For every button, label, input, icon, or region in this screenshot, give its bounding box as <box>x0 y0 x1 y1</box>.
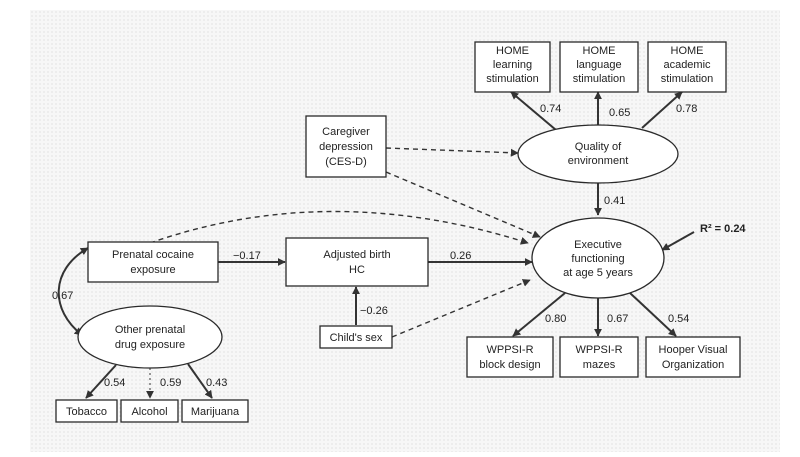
coef-wppsi-mazes: 0.67 <box>607 313 628 325</box>
node-caregiver-depression-line3: (CES-D) <box>325 156 367 168</box>
node-alcohol: Alcohol <box>120 399 179 423</box>
coef-cocaine-other-cov: 0.67 <box>52 290 73 302</box>
edge-ef-to-hooper <box>629 292 677 337</box>
node-alcohol-label: Alcohol <box>131 406 167 418</box>
edge-depression-to-quality <box>385 147 519 157</box>
node-adjusted-birth-hc: Adjusted birth HC <box>285 237 429 287</box>
node-other-prenatal-line1: Other prenatal <box>115 324 185 336</box>
node-caregiver-depression-line1: Caregiver <box>322 126 370 138</box>
node-other-prenatal-line2: drug exposure <box>115 339 185 351</box>
node-prenatal-cocaine: Prenatal cocaine exposure <box>87 241 219 283</box>
edge-other-to-tobacco <box>85 364 117 399</box>
node-wppsi-block: WPPSI-R block design <box>466 336 554 378</box>
node-childs-sex-label: Child's sex <box>330 332 383 344</box>
node-home-academic: HOME academic stimulation <box>647 41 727 93</box>
coef-tobacco: 0.54 <box>104 377 125 389</box>
coef-hooper: 0.54 <box>668 313 689 325</box>
node-quality-environment: Quality of environment <box>517 124 679 184</box>
coef-home-academic: 0.78 <box>676 103 697 115</box>
node-prenatal-cocaine-line2: exposure <box>130 264 175 276</box>
node-quality-environment-line1: Quality of <box>575 141 622 153</box>
coef-home-learning: 0.74 <box>540 103 561 115</box>
node-home-language-line2: language <box>576 59 621 71</box>
node-wppsi-mazes-line2: mazes <box>583 359 616 371</box>
coef-alcohol: 0.59 <box>160 377 181 389</box>
node-home-language-line3: stimulation <box>573 73 626 85</box>
node-adjusted-birth-hc-line1: Adjusted birth <box>323 249 390 261</box>
node-home-learning-line3: stimulation <box>486 73 539 85</box>
coef-wppsi-block: 0.80 <box>545 313 566 325</box>
node-home-language-line1: HOME <box>583 45 616 57</box>
covariance-cocaine-other <box>57 247 89 336</box>
node-hooper-line1: Hooper Visual <box>659 344 728 356</box>
node-caregiver-depression: Caregiver depression (CES-D) <box>305 115 387 178</box>
node-home-learning-line2: learning <box>493 59 532 71</box>
node-tobacco-label: Tobacco <box>66 406 107 418</box>
node-executive-functioning-line2: functioning <box>571 253 624 265</box>
node-quality-environment-line2: environment <box>568 155 629 167</box>
r-squared-label: R² = 0.24 <box>700 223 746 235</box>
node-hooper-line2: Organization <box>662 359 724 371</box>
node-wppsi-block-line1: WPPSI-R <box>486 344 533 356</box>
coef-cocaine-to-hc: −0.17 <box>233 250 261 262</box>
edge-r-squared <box>661 231 695 251</box>
node-home-learning-line1: HOME <box>496 45 529 57</box>
node-executive-functioning: Executive functioning at age 5 years <box>531 217 665 299</box>
node-home-academic-line1: HOME <box>671 45 704 57</box>
coef-sex-to-hc: −0.26 <box>360 305 388 317</box>
node-prenatal-cocaine-line1: Prenatal cocaine <box>112 249 194 261</box>
edge-quality-to-home-academic <box>641 91 683 129</box>
node-hooper: Hooper Visual Organization <box>645 336 741 378</box>
node-other-prenatal: Other prenatal drug exposure <box>77 305 223 369</box>
edge-quality-to-home-learning <box>510 91 557 131</box>
edge-sex-to-ef <box>391 279 531 338</box>
node-tobacco: Tobacco <box>55 399 118 423</box>
edge-depression-to-ef <box>385 171 541 238</box>
coef-home-language: 0.65 <box>609 107 630 119</box>
node-home-academic-line3: stimulation <box>661 73 714 85</box>
node-home-language: HOME language stimulation <box>559 41 639 93</box>
node-adjusted-birth-hc-line2: HC <box>349 264 365 276</box>
node-executive-functioning-line3: at age 5 years <box>563 267 633 279</box>
node-home-academic-line2: academic <box>663 59 711 71</box>
node-home-learning: HOME learning stimulation <box>474 41 551 93</box>
coef-quality-to-ef: 0.41 <box>604 195 625 207</box>
node-executive-functioning-line1: Executive <box>574 239 622 251</box>
node-caregiver-depression-line2: depression <box>319 141 373 153</box>
node-wppsi-mazes: WPPSI-R mazes <box>559 336 639 378</box>
node-marijuana: Marijuana <box>181 399 249 423</box>
node-marijuana-label: Marijuana <box>191 406 240 418</box>
coef-marijuana: 0.43 <box>206 377 227 389</box>
coef-hc-to-ef: 0.26 <box>450 250 471 262</box>
node-wppsi-block-line2: block design <box>479 359 540 371</box>
node-wppsi-mazes-line1: WPPSI-R <box>575 344 622 356</box>
node-childs-sex: Child's sex <box>319 325 393 349</box>
edge-other-to-marijuana <box>187 363 213 399</box>
edge-ef-to-block <box>512 292 566 337</box>
